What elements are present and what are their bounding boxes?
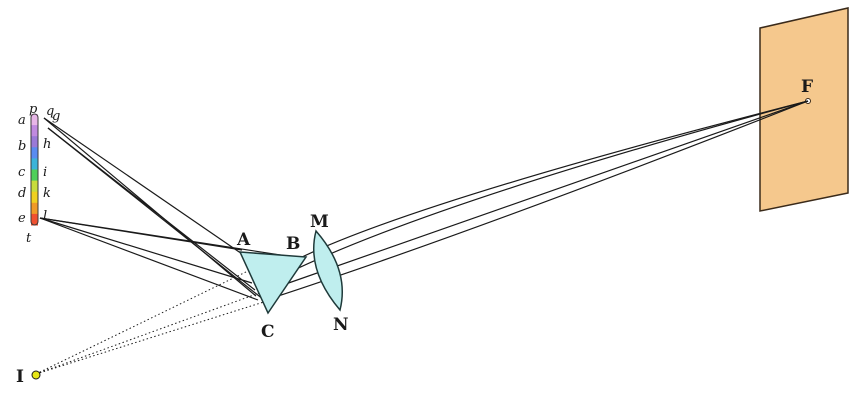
label-f: F — [801, 77, 813, 97]
spectrum — [30, 113, 39, 226]
label-q: q — [46, 104, 54, 119]
label-d-small: d — [18, 186, 26, 201]
spectrum-band — [31, 125, 38, 137]
spectrum-labels-right: q g h i k l — [43, 104, 60, 224]
label-i-source: I — [16, 367, 24, 387]
light-source — [31, 370, 41, 380]
label-t: t — [26, 231, 32, 246]
screen — [759, 7, 849, 212]
label-e-small: e — [18, 211, 26, 226]
lens — [313, 229, 343, 312]
label-l: l — [43, 209, 47, 224]
label-k: k — [43, 186, 51, 201]
spectrum-band — [31, 114, 38, 126]
label-a-small: a — [18, 113, 26, 128]
spectrum-band — [31, 158, 38, 170]
label-h: h — [43, 137, 51, 152]
rays-dotted — [35, 269, 271, 375]
label-g: g — [52, 109, 60, 124]
rays-lower — [39, 217, 301, 301]
label-n: N — [333, 315, 349, 335]
spectrum-band — [31, 213, 38, 226]
spectrum-band — [31, 180, 38, 193]
spectrum-outline — [30, 113, 39, 226]
prism — [238, 251, 308, 315]
spectrum-band — [31, 169, 38, 182]
rays-to-screen — [271, 100, 809, 299]
label-a: A — [236, 230, 251, 250]
label-c: C — [261, 322, 275, 342]
label-c-small: c — [18, 165, 26, 180]
spectrum-band — [31, 191, 38, 204]
spectrum-band — [31, 202, 38, 215]
spectrum-labels-left: p a b c d e t — [18, 102, 38, 246]
label-p: p — [29, 102, 38, 117]
label-b: B — [286, 234, 300, 254]
label-i: i — [43, 165, 47, 180]
label-b-small: b — [18, 139, 26, 154]
rays-upper — [43, 117, 265, 301]
label-m: M — [310, 212, 329, 232]
spectrum-band — [31, 136, 38, 148]
spectrum-band — [31, 147, 38, 159]
